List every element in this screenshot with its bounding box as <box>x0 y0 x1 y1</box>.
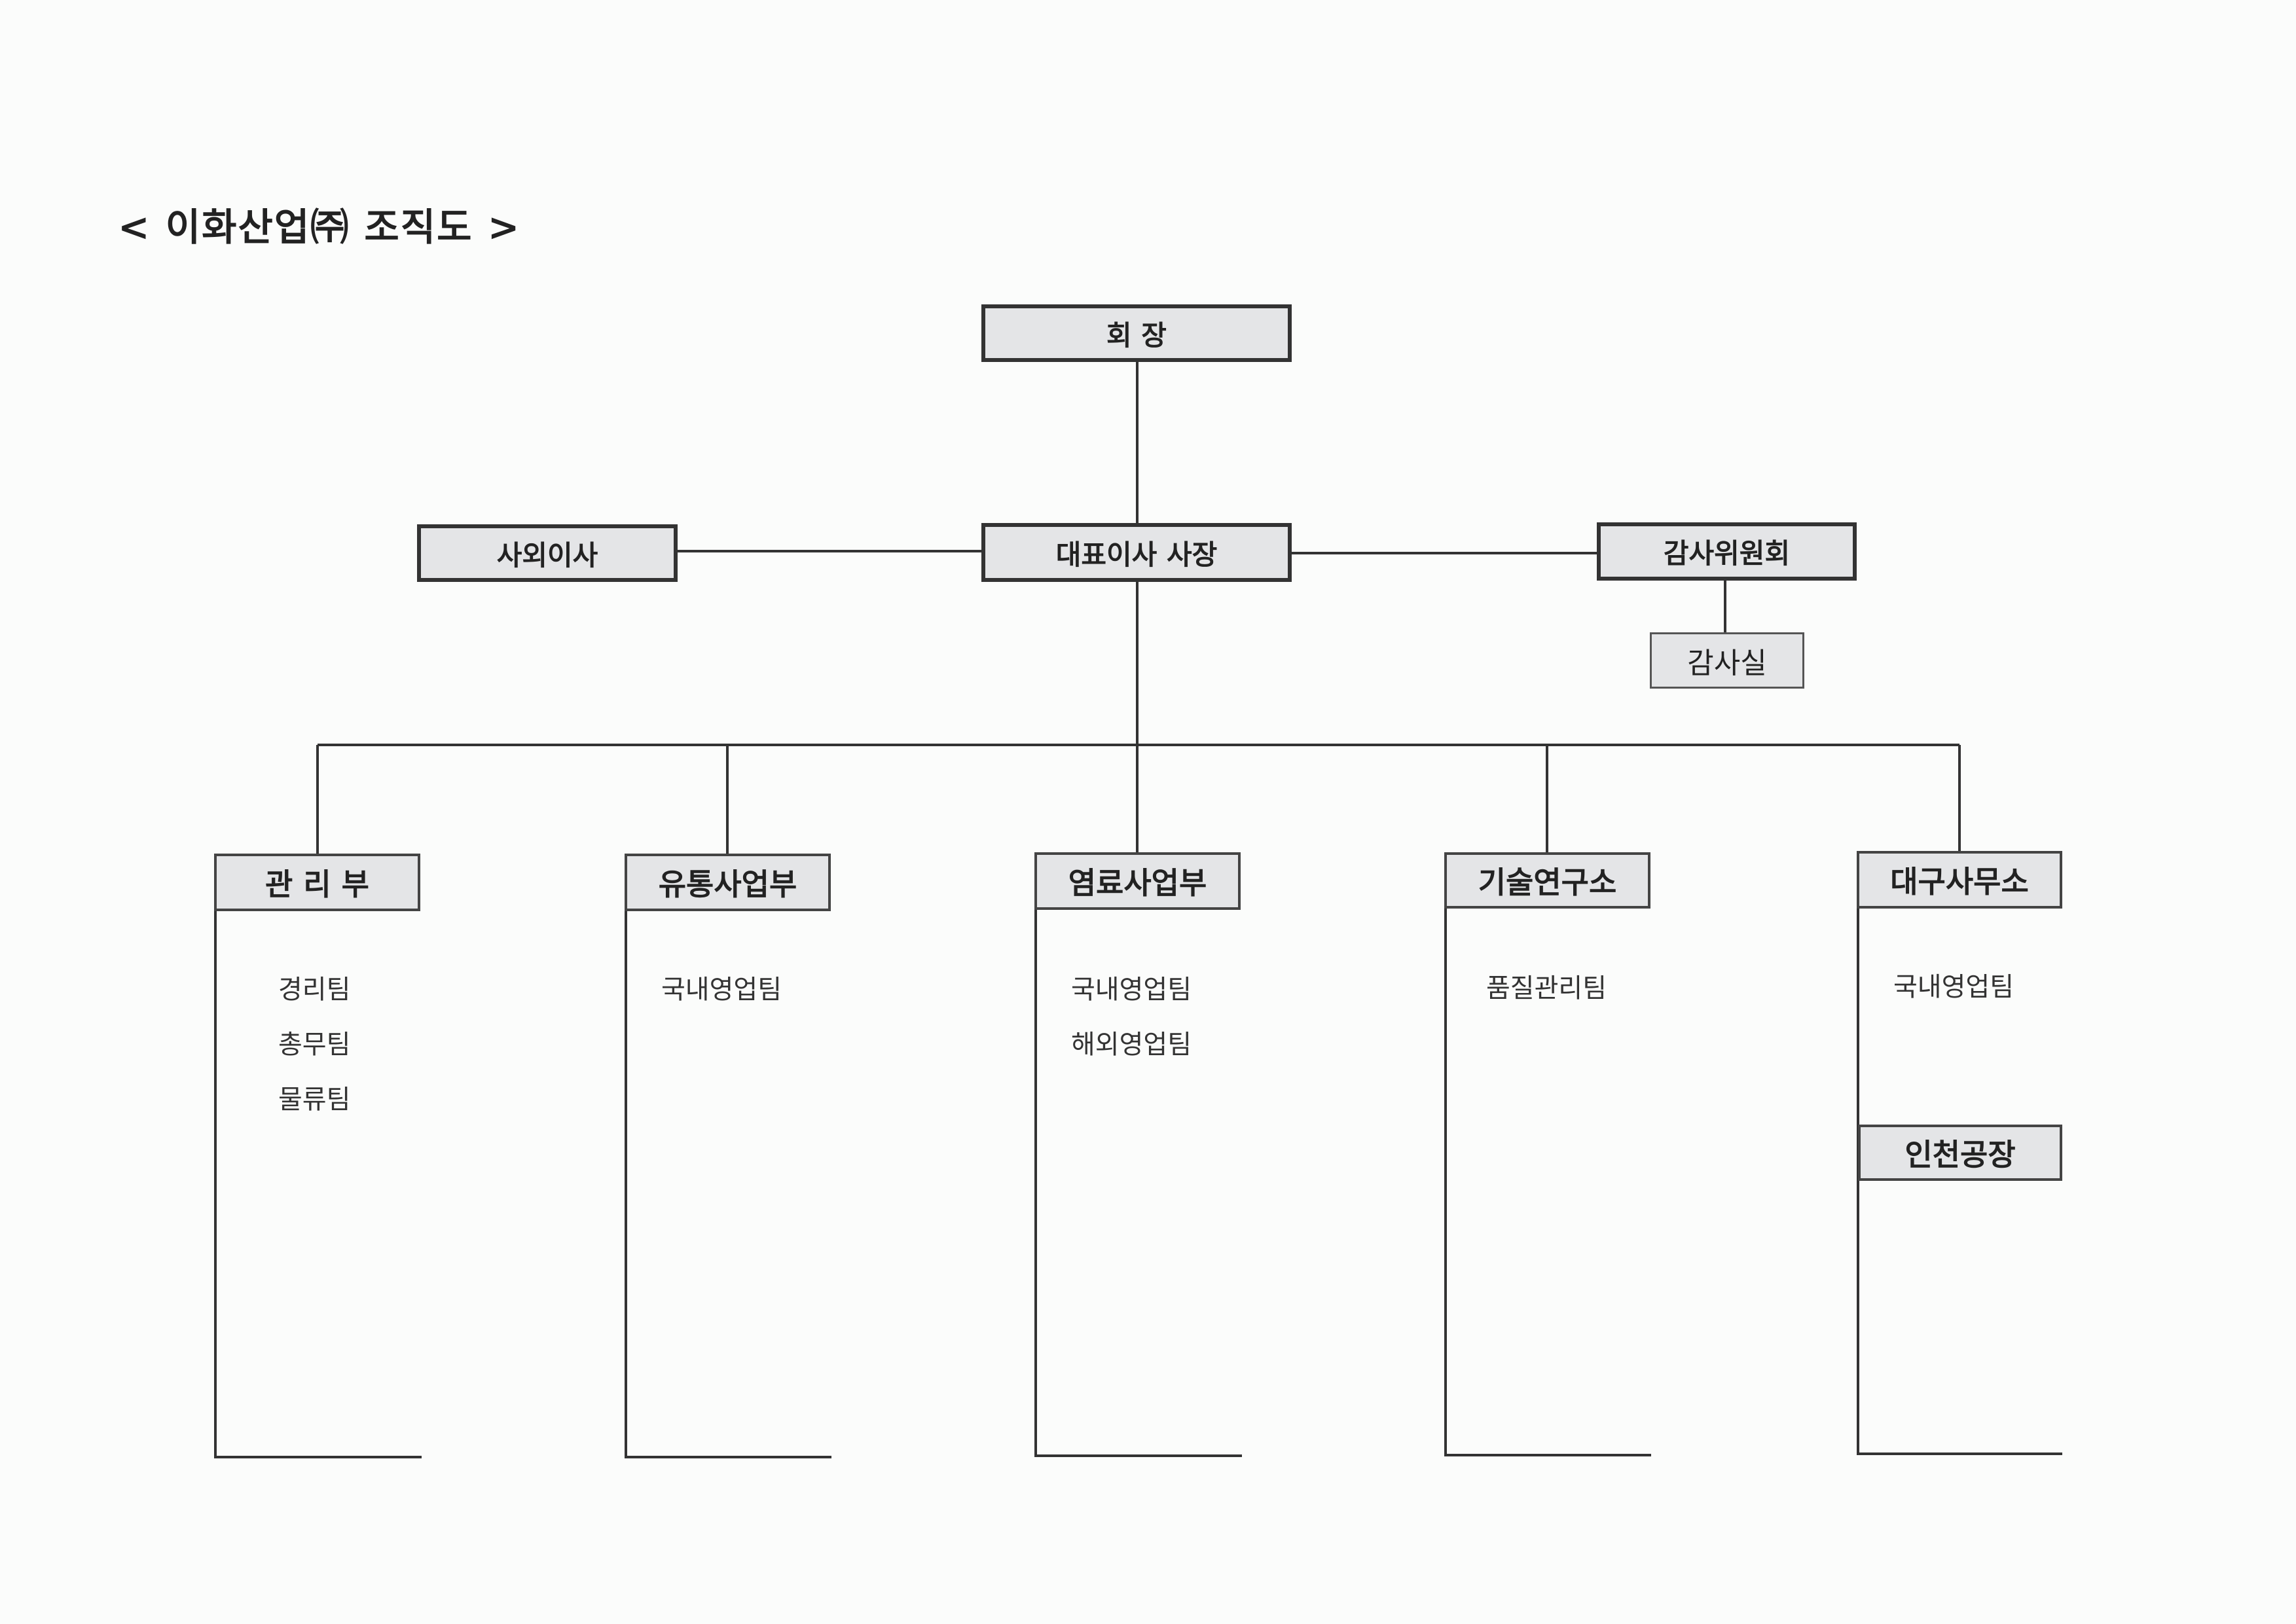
bracket-1 <box>214 910 422 1458</box>
team-item: 품질관리팀 <box>1486 973 1607 1003</box>
unit-incheon-plant: 인천공장 <box>1858 1125 2062 1181</box>
node-audit-office: 감사실 <box>1650 632 1804 689</box>
dept-research: 기술연구소 <box>1444 852 1650 909</box>
team-item: 해외영업팀 <box>1071 1030 1192 1060</box>
dept-distribution-label: 유통사업부 <box>658 867 797 902</box>
dept-daegu-office-teams: 국내영업팀 <box>1893 960 2014 1015</box>
node-outside-director-label: 사외이사 <box>496 539 598 571</box>
node-audit-office-label: 감사실 <box>1687 647 1767 680</box>
dept-distribution: 유통사업부 <box>625 854 831 911</box>
node-chairman-label: 회 장 <box>1106 319 1167 352</box>
chart-title: < 이화산업㈜ 조직도 > <box>118 205 521 249</box>
team-item: 총무팀 <box>278 1030 351 1060</box>
node-outside-director: 사외이사 <box>417 524 678 582</box>
dept-daegu-office-label: 대구사무소 <box>1890 864 2029 899</box>
dept-research-label: 기술연구소 <box>1478 865 1617 900</box>
node-ceo: 대표이사 사장 <box>981 523 1292 582</box>
team-item: 국내영업팀 <box>1893 972 2014 1002</box>
node-audit-committee-label: 감사위원회 <box>1663 537 1791 569</box>
dept-dyes-teams: 국내영업팀 해외영업팀 <box>1071 962 1192 1072</box>
node-ceo-label: 대표이사 사장 <box>1055 538 1218 571</box>
dept-dyes-label: 염료사업부 <box>1068 865 1207 901</box>
dept-admin: 관 리 부 <box>214 854 420 911</box>
bracket-5 <box>1857 907 2062 1455</box>
team-item: 물류팀 <box>278 1085 351 1115</box>
team-item: 국내영업팀 <box>1071 975 1192 1005</box>
bracket-2 <box>625 910 831 1458</box>
bracket-3 <box>1034 909 1242 1457</box>
dept-distribution-teams: 국내영업팀 <box>661 962 782 1017</box>
dept-daegu-office: 대구사무소 <box>1857 851 2062 909</box>
dept-dyes: 염료사업부 <box>1034 852 1241 910</box>
dept-research-teams: 품질관리팀 <box>1486 961 1607 1016</box>
team-item: 국내영업팀 <box>661 975 782 1005</box>
unit-incheon-plant-label: 인천공장 <box>1904 1137 2016 1172</box>
node-chairman: 회 장 <box>981 304 1292 362</box>
team-item: 경리팀 <box>278 975 351 1005</box>
node-audit-committee: 감사위원회 <box>1597 522 1857 581</box>
dept-admin-label: 관 리 부 <box>265 867 369 902</box>
bracket-4 <box>1444 907 1651 1456</box>
dept-admin-teams: 경리팀 총무팀 물류팀 <box>278 962 350 1127</box>
